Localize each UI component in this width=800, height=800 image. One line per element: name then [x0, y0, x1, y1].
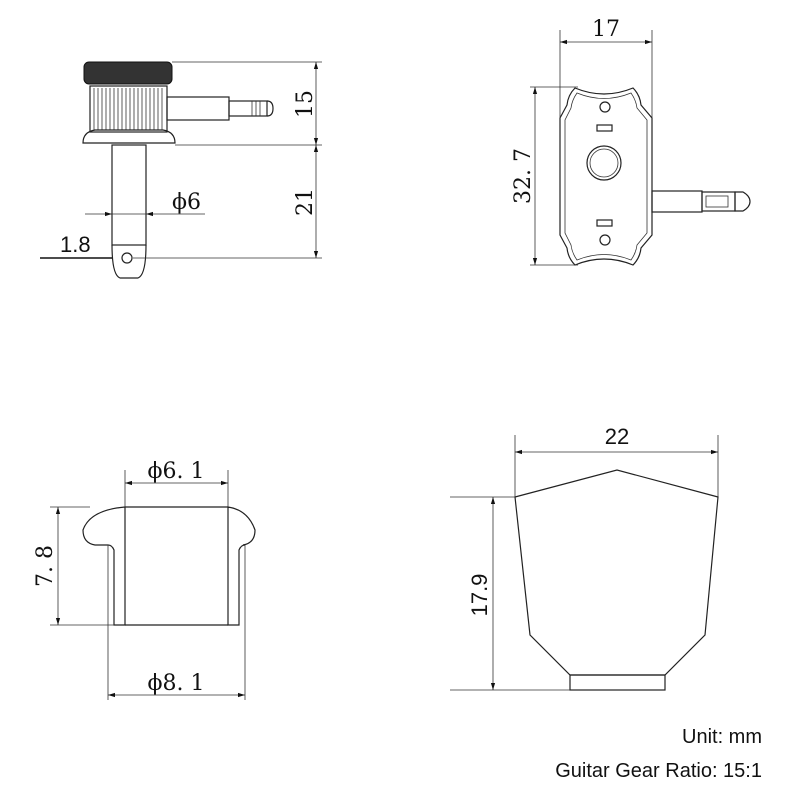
dim-bushing-height: 7. 8: [33, 545, 58, 587]
tuner-front-view: 17 32. 7: [511, 17, 751, 266]
dim-button-width: 22: [605, 424, 629, 449]
screw-hole-top: [599, 101, 611, 113]
knurled-body: [89, 85, 168, 133]
string-hole: [121, 252, 133, 264]
shaft: [111, 144, 147, 246]
dim-hole-offset: 1.8: [60, 232, 91, 257]
gear-ratio-note: Guitar Gear Ratio: 15:1: [555, 760, 762, 782]
dim-button-height: 17.9: [467, 574, 492, 617]
tuner-button: 22 17.9: [450, 424, 719, 691]
unit-note: Unit: mm: [682, 726, 762, 748]
dim-height: 32. 7: [511, 148, 536, 204]
slot-top: [596, 124, 613, 132]
dim-shaft-diameter: ϕ6: [172, 190, 201, 215]
dim-inner-diameter: ϕ6. 1: [148, 459, 205, 484]
dim-outer-diameter: ϕ8. 1: [148, 671, 205, 696]
bushing-section: ϕ6. 1 ϕ8. 1 7. 8: [33, 459, 256, 700]
dim-height-shaft: 21: [293, 188, 318, 216]
knurled-cap: [83, 61, 173, 85]
dim-width: 17: [592, 17, 620, 42]
screw-hole-bottom: [599, 234, 611, 246]
slot-bottom: [596, 219, 613, 227]
flange: [82, 129, 176, 144]
dim-height-top: 15: [293, 90, 318, 118]
shaft-bore: [586, 145, 622, 181]
tuner-post: [651, 190, 703, 213]
string-post: [166, 96, 230, 121]
tuner-side-view: 15 21 ϕ6 1.8: [40, 61, 322, 279]
